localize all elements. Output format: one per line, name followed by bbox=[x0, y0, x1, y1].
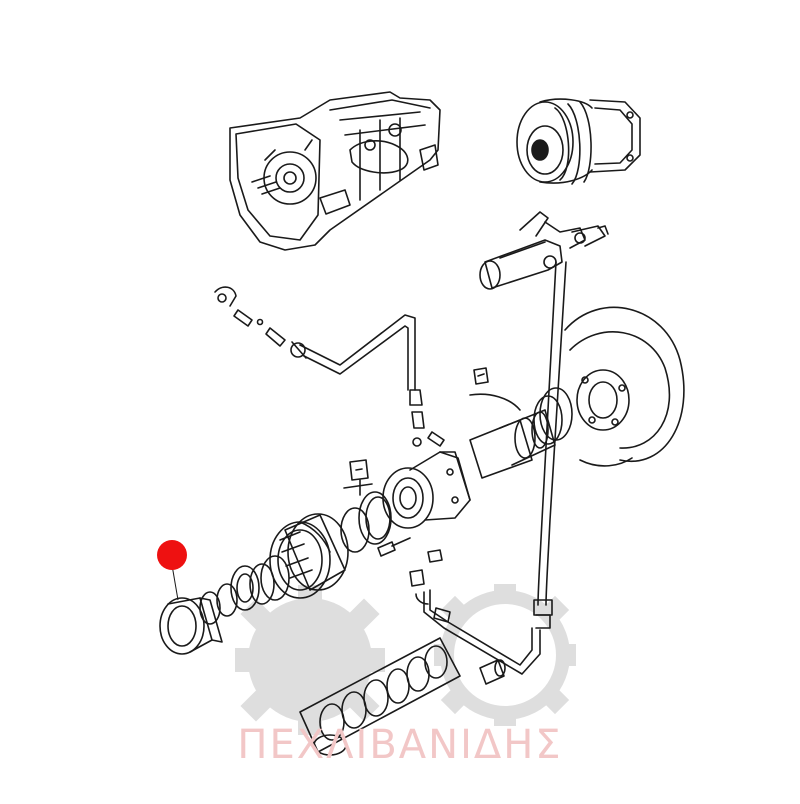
release-bearing bbox=[159, 597, 223, 655]
watermark-gear-left bbox=[235, 585, 385, 735]
watermark-gear-right bbox=[434, 584, 576, 726]
watermark-logo bbox=[235, 584, 576, 735]
bearing-assembly bbox=[199, 513, 349, 625]
slave-cylinder bbox=[382, 451, 471, 529]
part-marker[interactable] bbox=[157, 540, 187, 570]
fittings-middle bbox=[411, 367, 521, 447]
flywheel bbox=[564, 306, 685, 467]
marker-leader-line bbox=[171, 564, 179, 601]
watermark-text: ΠΕΧΛΙΒΑΝΙΔΗΣ bbox=[237, 722, 563, 768]
gearbox bbox=[229, 91, 441, 251]
upper-pipe bbox=[214, 286, 423, 406]
hydraulic-hose bbox=[533, 261, 567, 629]
lower-pipe bbox=[409, 569, 541, 685]
piston-boot bbox=[469, 387, 573, 479]
bolts bbox=[343, 459, 443, 563]
seal-kit bbox=[299, 637, 461, 756]
seal-rings-center bbox=[340, 491, 392, 553]
master-cylinder bbox=[479, 211, 609, 290]
clutch-boot bbox=[516, 98, 641, 185]
